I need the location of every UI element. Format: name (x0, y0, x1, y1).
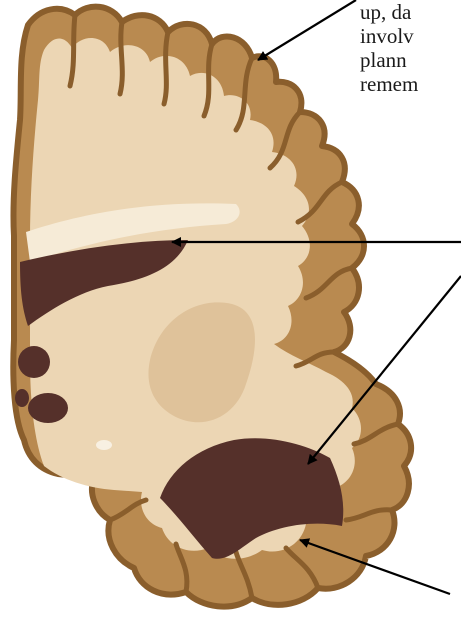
arrow-cortex (258, 0, 356, 60)
white-spot (96, 440, 112, 450)
ventricle-pocket-lower (28, 393, 68, 423)
caption-line: involv (360, 24, 461, 48)
ventricle-pocket-upper (18, 346, 50, 378)
caption-line: up, da (360, 0, 461, 24)
caption-line: plann (360, 48, 461, 72)
caption-text: up, da involv plann remem (360, 0, 461, 96)
ventricle-pocket-small (15, 389, 29, 407)
caption-line: remem (360, 72, 461, 96)
